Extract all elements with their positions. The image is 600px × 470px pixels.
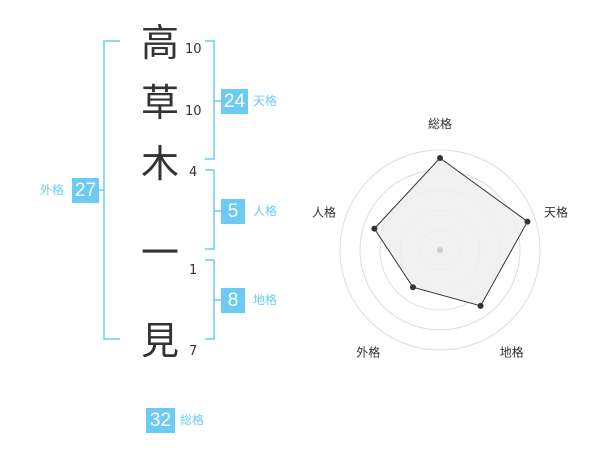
stroke-count-4: 1	[189, 263, 198, 278]
jinkaku-bracket	[205, 169, 215, 250]
name-char-5: 見	[140, 319, 179, 363]
radar-axis-label-5: 人格	[312, 204, 336, 219]
tenkaku-badge: 24	[221, 89, 248, 114]
jinkaku-label: 人格	[253, 204, 278, 218]
jinkaku-badge: 5	[221, 199, 245, 224]
gaikaku-label: 外格	[40, 183, 65, 197]
gaikaku-badge: 27	[72, 178, 99, 203]
soukaku-badge: 32	[146, 408, 175, 433]
radar-axis-label-1: 総格	[428, 116, 452, 131]
radar-point-5	[371, 225, 378, 232]
tenkaku-label: 天格	[253, 94, 278, 108]
chikaku-label: 地格	[253, 293, 278, 307]
stroke-count-1: 10	[185, 42, 202, 57]
radar-center-dot	[437, 247, 443, 253]
radar-point-1	[437, 155, 443, 161]
name-char-3: 木	[140, 142, 179, 186]
chikaku-badge: 8	[221, 288, 245, 313]
radar-axis-label-3: 地格	[500, 345, 524, 360]
radar-axis-label-2: 天格	[544, 204, 568, 219]
stroke-count-2: 10	[185, 104, 202, 119]
radar-grid-ring-5	[339, 149, 541, 351]
radar-point-4	[409, 284, 416, 291]
name-char-2: 草	[140, 81, 179, 125]
stroke-count-5: 7	[189, 344, 198, 359]
radar-point-2	[524, 218, 531, 225]
soukaku-label: 総格	[180, 413, 205, 427]
radar-point-3	[477, 302, 484, 309]
tenkaku-bracket	[205, 40, 215, 160]
radar-data-polygon	[373, 157, 529, 307]
stroke-count-3: 4	[189, 165, 198, 180]
name-char-1: 高	[140, 21, 179, 65]
radar-axis-label-4: 外格	[356, 345, 380, 360]
name-char-4: 一	[140, 231, 179, 275]
